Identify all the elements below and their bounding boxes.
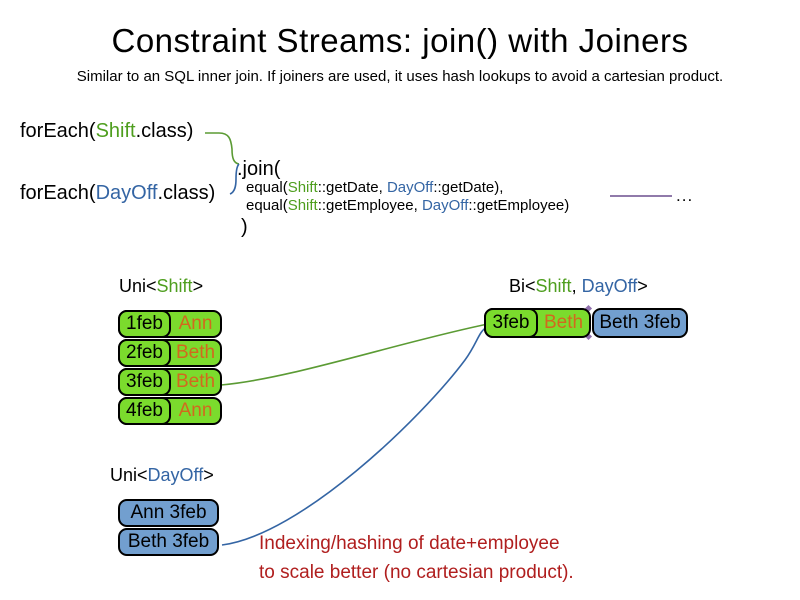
dayoff-row: Ann 3feb (118, 499, 219, 527)
dayoff-row: Beth 3feb (118, 528, 219, 556)
uni-dayoff-prefix: Uni< (110, 465, 148, 485)
shift-date-cell: 1feb (118, 310, 171, 338)
shift-table-row: Beth 2feb (118, 339, 222, 367)
shift-employee-cell: Beth (175, 371, 216, 392)
joiner2-prefix: equal( (246, 197, 288, 214)
page-subtitle: Similar to an SQL inner join. If joiners… (76, 68, 724, 85)
joiner2-shift-token: Shift (287, 197, 318, 214)
bi-shift-employee-cell: Beth (543, 312, 584, 333)
shift-table-row: Ann 1feb (118, 310, 222, 338)
bi-header-type2: DayOff (581, 276, 638, 296)
joiner1-prefix: equal( (246, 179, 288, 196)
uni-shift-suffix: > (192, 276, 204, 296)
bi-header: Bi<Shift, DayOff> (509, 276, 648, 297)
shift-date-cell: 4feb (118, 397, 171, 425)
foreach-shift-line: forEach(Shift.class) (20, 120, 193, 143)
joiner-ellipsis-label: ... (676, 186, 694, 205)
shift-employee-cell: Ann (178, 400, 213, 421)
foreach-dayoff-suffix: .class) (157, 182, 216, 204)
join-close-label: ) (241, 216, 248, 238)
shift-class-token: Shift (95, 120, 136, 142)
joiner-equal-employee-line: equal(Shift::getEmployee, DayOff::getEmp… (246, 197, 569, 214)
uni-shift-header: Uni<Shift> (119, 276, 203, 297)
caption-line-1: Indexing/hashing of date+employee (259, 533, 560, 554)
bi-shift-pair: Beth 3feb (484, 308, 591, 338)
joiner2-dayoff-token: DayOff (421, 197, 469, 214)
joiner1-shift-token: Shift (287, 179, 318, 196)
bi-dayoff-cell: Beth 3feb (592, 308, 688, 338)
bi-header-prefix: Bi< (509, 276, 536, 296)
uni-dayoff-header: Uni<DayOff> (110, 465, 214, 486)
shift-date-cell: 3feb (118, 368, 171, 396)
joiner2-right-rest: ::getEmployee) (468, 197, 570, 214)
shift-table: Ann 1feb Beth 2feb Beth 3feb Ann 4feb (118, 310, 222, 425)
caption-text: Indexing/hashing of date+employee to sca… (259, 529, 574, 587)
bi-header-type1: Shift (535, 276, 572, 296)
uni-dayoff-suffix: > (203, 465, 214, 485)
bi-shift-date-cell: 3feb (484, 308, 538, 338)
uni-shift-type: Shift (156, 276, 193, 296)
page-title: Constraint Streams: join() with Joiners (111, 22, 689, 59)
bi-result-row: Beth 3feb Beth 3feb (484, 308, 688, 338)
joiner1-left-rest: ::getDate, (317, 179, 387, 196)
joiner-equal-date-line: equal(Shift::getDate, DayOff::getDate), (246, 179, 503, 196)
dayoff-to-bi-curve (221, 325, 489, 546)
shift-employee-cell: Beth (175, 342, 216, 363)
bi-header-separator: , (571, 276, 582, 296)
shift-date-cell: 2feb (118, 339, 171, 367)
shift-employee-cell: Ann (178, 313, 213, 334)
joiner1-right-rest: ::getDate), (433, 179, 504, 196)
caption-line-2: to scale better (no cartesian product). (259, 562, 574, 583)
foreach-dayoff-prefix: forEach( (20, 182, 96, 204)
joiner2-left-rest: ::getEmployee, (317, 197, 422, 214)
uni-shift-prefix: Uni< (119, 276, 157, 296)
shift-table-row: Beth 3feb (118, 368, 222, 396)
joiner1-dayoff-token: DayOff (386, 179, 434, 196)
foreach-dayoff-line: forEach(DayOff.class) (20, 182, 215, 205)
uni-dayoff-type: DayOff (147, 465, 204, 485)
bi-header-suffix: > (637, 276, 648, 296)
shift-brace-curve (205, 132, 240, 165)
dayoff-table: Ann 3feb Beth 3feb (118, 499, 219, 556)
foreach-shift-suffix: .class) (135, 120, 194, 142)
dayoff-class-token: DayOff (95, 182, 158, 204)
shift-to-bi-curve (220, 323, 489, 386)
shift-table-row: Ann 4feb (118, 397, 222, 425)
join-open-label: .join( (237, 158, 281, 180)
foreach-shift-prefix: forEach( (20, 120, 96, 142)
